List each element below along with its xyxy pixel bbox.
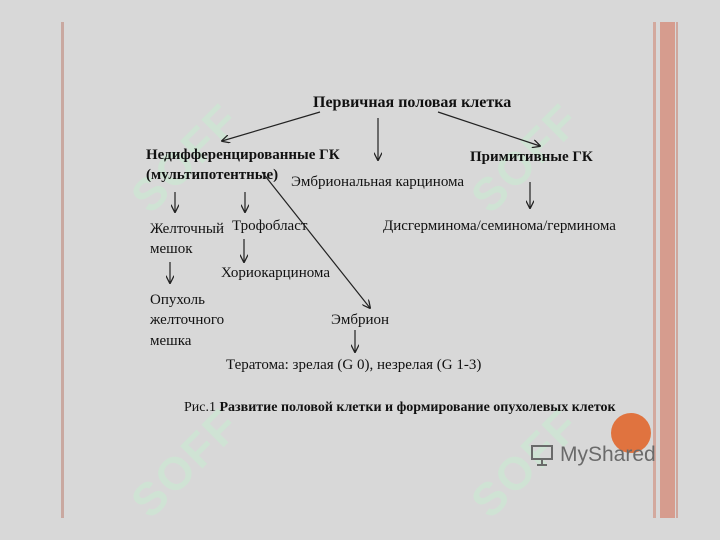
node-yolk-sac-tumor: Опухоль желточного мешка bbox=[150, 292, 225, 349]
figure-caption: Рис.1 Развитие половой клетки и формиров… bbox=[184, 401, 616, 415]
presentation-icon bbox=[531, 445, 553, 466]
node-primitive-gc: Примитивные ГК bbox=[470, 149, 593, 165]
figure-caption-text: Развитие половой клетки и формирование о… bbox=[219, 400, 616, 415]
node-trophoblast: Трофобласт bbox=[232, 218, 308, 234]
node-embryo: Эмбрион bbox=[331, 312, 390, 328]
myshared-logo: MyShared bbox=[530, 440, 656, 470]
left-divider-rule bbox=[61, 22, 64, 518]
arrow-undiff-to-embryo bbox=[261, 171, 370, 308]
arrow-root-to-primitive bbox=[437, 111, 540, 146]
right-decor-band-wide bbox=[660, 22, 675, 518]
node-undifferentiated-gc-sub: (мультипотентные) bbox=[146, 167, 279, 183]
node-primary-germ-cell: Первичная половая клетка bbox=[313, 94, 512, 111]
figure-caption-prefix: Рис.1 bbox=[184, 400, 216, 415]
node-choriocarcinoma: Хориокарцинома bbox=[221, 265, 330, 281]
right-decor-band bbox=[653, 22, 656, 518]
accent-circle bbox=[611, 413, 651, 453]
right-decor-band-thin bbox=[676, 22, 678, 518]
node-teratoma: Тератома: зрелая (G 0), незрелая (G 1-3) bbox=[226, 357, 482, 373]
node-dysgerminoma: Дисгерминома/семинома/герминома bbox=[383, 218, 616, 234]
node-yolk-sac: Желточный мешок bbox=[150, 221, 224, 258]
logo-text: MyShared bbox=[560, 443, 656, 466]
arrow-root-to-undiff bbox=[222, 111, 321, 141]
node-embryonal-carcinoma: Эмбриональная карцинома bbox=[291, 174, 465, 190]
node-undifferentiated-gc: Недифференцированные ГК bbox=[146, 147, 340, 163]
